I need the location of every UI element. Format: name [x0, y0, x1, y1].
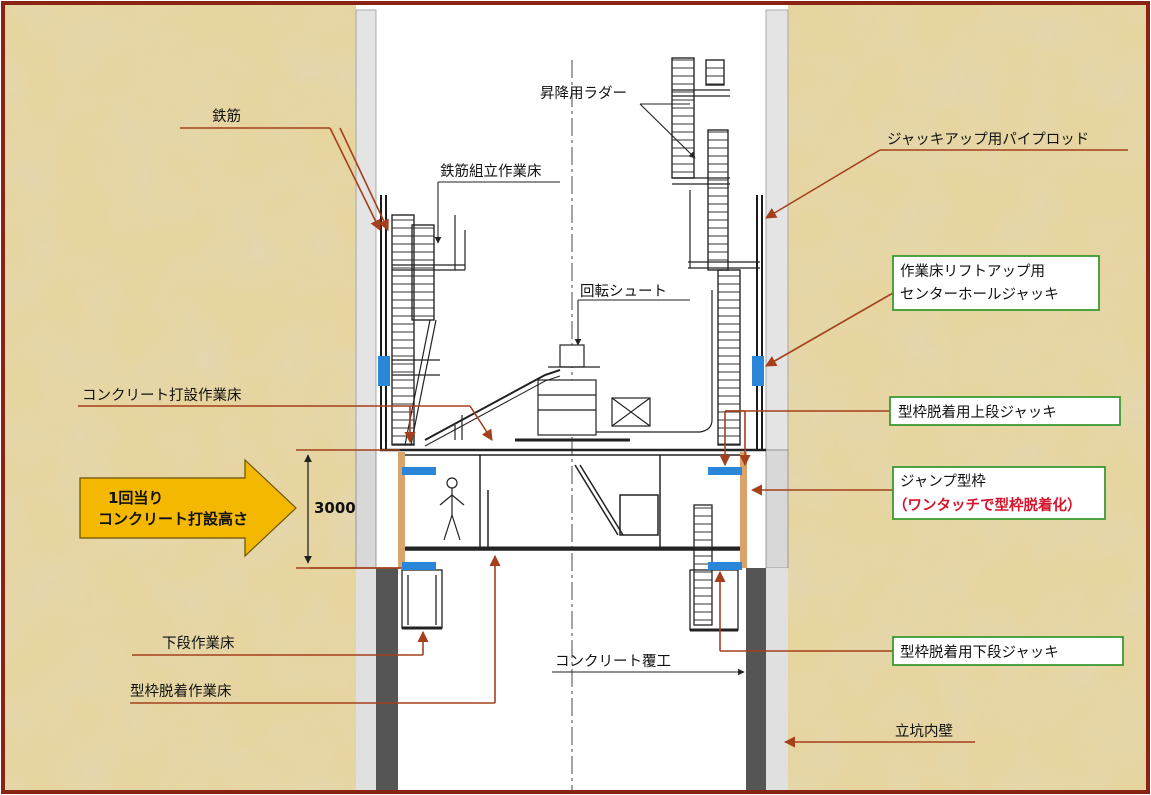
label-form-platform: 型枠脱着作業床: [130, 683, 232, 700]
box-upper-jack: 型枠脱着用上段ジャッキ: [889, 396, 1121, 426]
label-lower-platform: 下段作業床: [162, 635, 235, 652]
shaft-wall-left: [355, 9, 398, 791]
label-pipe-rod: ジャッキアップ用パイプロッド: [887, 131, 1089, 148]
label-ladder: 昇降用ラダー: [540, 85, 627, 102]
form-panel-right: [740, 452, 747, 568]
box-jump-form: ジャンプ型枠 （ワンタッチで型枠脱着化）: [892, 466, 1106, 520]
label-chute: 回転シュート: [580, 283, 667, 300]
label-lining: コンクリート覆工: [555, 653, 671, 670]
drawing-leaders: [434, 103, 745, 676]
lower-platforms: [401, 504, 739, 632]
jacks: [378, 356, 764, 570]
pour-height-line1: 1回当り: [108, 489, 163, 507]
pour-height-line2: コンクリート打設高さ: [98, 510, 248, 528]
rebar-bars: [380, 195, 763, 450]
label-jump-form-line1: ジャンプ型枠: [900, 473, 986, 490]
form-panel-left: [398, 452, 405, 568]
box-lift-jack: 作業床リフトアップ用 センターホールジャッキ: [892, 255, 1100, 311]
box-lower-jack: 型枠脱着用下段ジャッキ: [892, 636, 1124, 666]
label-concrete-platform: コンクリート打設作業床: [82, 387, 242, 404]
label-lower-jack: 型枠脱着用下段ジャッキ: [900, 644, 1059, 661]
label-lift-jack-line1: 作業床リフトアップ用: [900, 263, 1045, 280]
shaft-wall-right: [746, 9, 789, 791]
right-ladder-tower: [590, 57, 760, 446]
label-shaft-wall: 立坑内壁: [895, 723, 953, 740]
left-ladder-tower: [391, 214, 466, 446]
pour-height-arrow: 1回当り コンクリート打設高さ: [79, 458, 297, 558]
label-rebar-platform: 鉄筋組立作業床: [440, 163, 542, 180]
label-lift-jack-line2: センターホールジャッキ: [900, 286, 1059, 303]
leader-lines: [78, 127, 1128, 748]
rotating-chute: [424, 344, 651, 447]
ground-left: [4, 4, 356, 791]
dimension-label: 3000: [314, 499, 356, 517]
label-upper-jack: 型枠脱着用上段ジャッキ: [898, 404, 1057, 421]
worker-figure: [439, 477, 465, 541]
label-jump-form-line2: （ワンタッチで型枠脱着化）: [893, 496, 1082, 514]
label-rebar: 鉄筋: [212, 108, 241, 125]
